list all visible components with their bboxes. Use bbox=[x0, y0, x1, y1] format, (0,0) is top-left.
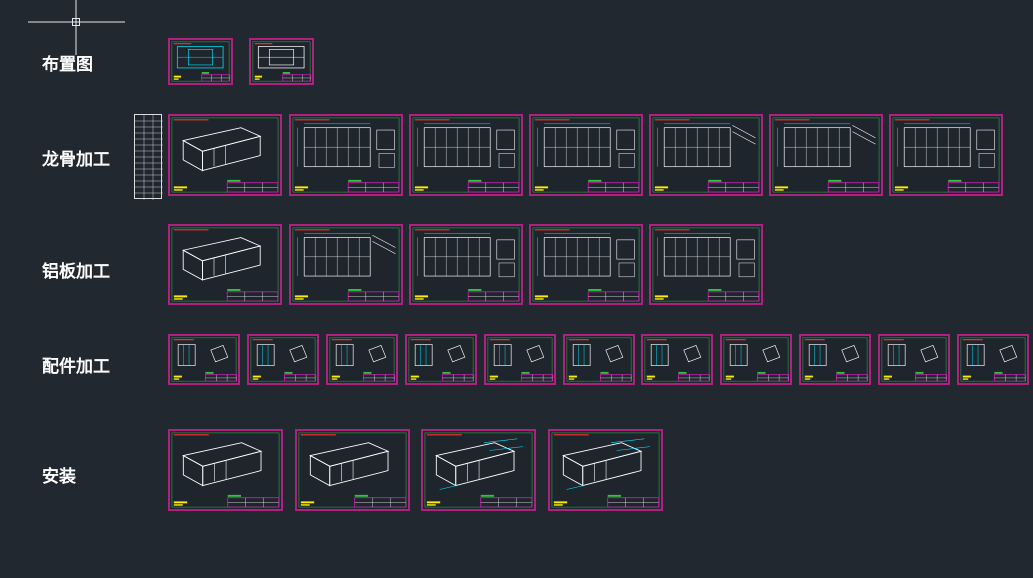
sheet-drawing-graphic bbox=[487, 337, 554, 382]
drawing-sheet-aluminum-5[interactable] bbox=[649, 224, 763, 305]
drawing-sheet-accessories-8[interactable] bbox=[720, 334, 792, 385]
drawing-sheet-accessories-1[interactable] bbox=[168, 334, 240, 385]
drawing-sheet-accessories-2[interactable] bbox=[247, 334, 319, 385]
sheet-drawing-graphic bbox=[566, 337, 633, 382]
sheet-drawing-graphic bbox=[892, 117, 1000, 193]
row-label-layout: 布置图 bbox=[42, 55, 93, 75]
sheet-drawing-graphic bbox=[412, 227, 520, 302]
drawing-sheet-install-1[interactable] bbox=[168, 429, 283, 511]
row-label-accessories: 配件加工 bbox=[42, 357, 110, 377]
drawing-sheet-accessories-6[interactable] bbox=[563, 334, 635, 385]
drawing-sheet-accessories-9[interactable] bbox=[799, 334, 871, 385]
sheet-drawing-graphic bbox=[881, 337, 948, 382]
sheet-drawing-graphic bbox=[171, 337, 238, 382]
sheet-drawing-graphic bbox=[292, 227, 400, 302]
crosshair-cursor-icon bbox=[28, 0, 125, 55]
drawing-sheet-install-2[interactable] bbox=[295, 429, 410, 511]
drawing-sheet-keel-1[interactable] bbox=[168, 114, 282, 196]
sheet-drawing-graphic bbox=[532, 227, 640, 302]
drawing-sheet-accessories-7[interactable] bbox=[641, 334, 713, 385]
sheet-drawing-graphic bbox=[171, 432, 280, 508]
drawing-sheet-accessories-11[interactable] bbox=[957, 334, 1029, 385]
drawing-sheet-accessories-4[interactable] bbox=[405, 334, 477, 385]
sheet-drawing-graphic bbox=[424, 432, 533, 508]
sheet-drawing-graphic bbox=[292, 117, 400, 193]
row-label-keel: 龙骨加工 bbox=[42, 150, 110, 170]
drawing-sheet-keel-4[interactable] bbox=[529, 114, 643, 196]
drawing-sheet-aluminum-2[interactable] bbox=[289, 224, 403, 305]
sheet-drawing-graphic bbox=[171, 41, 231, 82]
sheet-drawing-graphic bbox=[412, 117, 520, 193]
sheet-drawing-graphic bbox=[171, 117, 279, 193]
drawing-sheet-install-3[interactable] bbox=[421, 429, 536, 511]
drawing-sheet-layout-1[interactable] bbox=[168, 38, 233, 85]
sheet-drawing-graphic bbox=[532, 117, 640, 193]
sheet-drawing-graphic bbox=[298, 432, 407, 508]
sheet-drawing-graphic bbox=[772, 117, 880, 193]
drawing-sheet-keel-6[interactable] bbox=[769, 114, 883, 196]
sheet-drawing-graphic bbox=[408, 337, 475, 382]
sheet-drawing-graphic bbox=[171, 227, 279, 302]
drawing-sheet-install-4[interactable] bbox=[548, 429, 663, 511]
drawing-sheet-layout-2[interactable] bbox=[249, 38, 314, 85]
sheet-drawing-graphic bbox=[252, 41, 312, 82]
drawing-sheet-keel-7[interactable] bbox=[889, 114, 1003, 196]
drawing-sheet-keel-5[interactable] bbox=[649, 114, 763, 196]
drawing-sheet-aluminum-4[interactable] bbox=[529, 224, 643, 305]
sheet-drawing-graphic bbox=[644, 337, 711, 382]
drawing-sheet-keel-3[interactable] bbox=[409, 114, 523, 196]
drawing-sheet-aluminum-1[interactable] bbox=[168, 224, 282, 305]
parts-table-strip[interactable] bbox=[134, 114, 163, 200]
sheet-drawing-graphic bbox=[960, 337, 1027, 382]
drawing-sheet-keel-2[interactable] bbox=[289, 114, 403, 196]
drawing-sheet-accessories-5[interactable] bbox=[484, 334, 556, 385]
sheet-drawing-graphic bbox=[802, 337, 869, 382]
drawing-sheet-aluminum-3[interactable] bbox=[409, 224, 523, 305]
row-label-install: 安装 bbox=[42, 467, 76, 487]
sheet-drawing-graphic bbox=[329, 337, 396, 382]
sheet-drawing-graphic bbox=[652, 117, 760, 193]
sheet-drawing-graphic bbox=[652, 227, 760, 302]
parts-table-graphic bbox=[135, 115, 163, 200]
drawing-sheet-accessories-3[interactable] bbox=[326, 334, 398, 385]
drawing-sheet-accessories-10[interactable] bbox=[878, 334, 950, 385]
sheet-drawing-graphic bbox=[551, 432, 660, 508]
sheet-drawing-graphic bbox=[250, 337, 317, 382]
row-label-aluminum: 铝板加工 bbox=[42, 262, 110, 282]
sheet-drawing-graphic bbox=[723, 337, 790, 382]
